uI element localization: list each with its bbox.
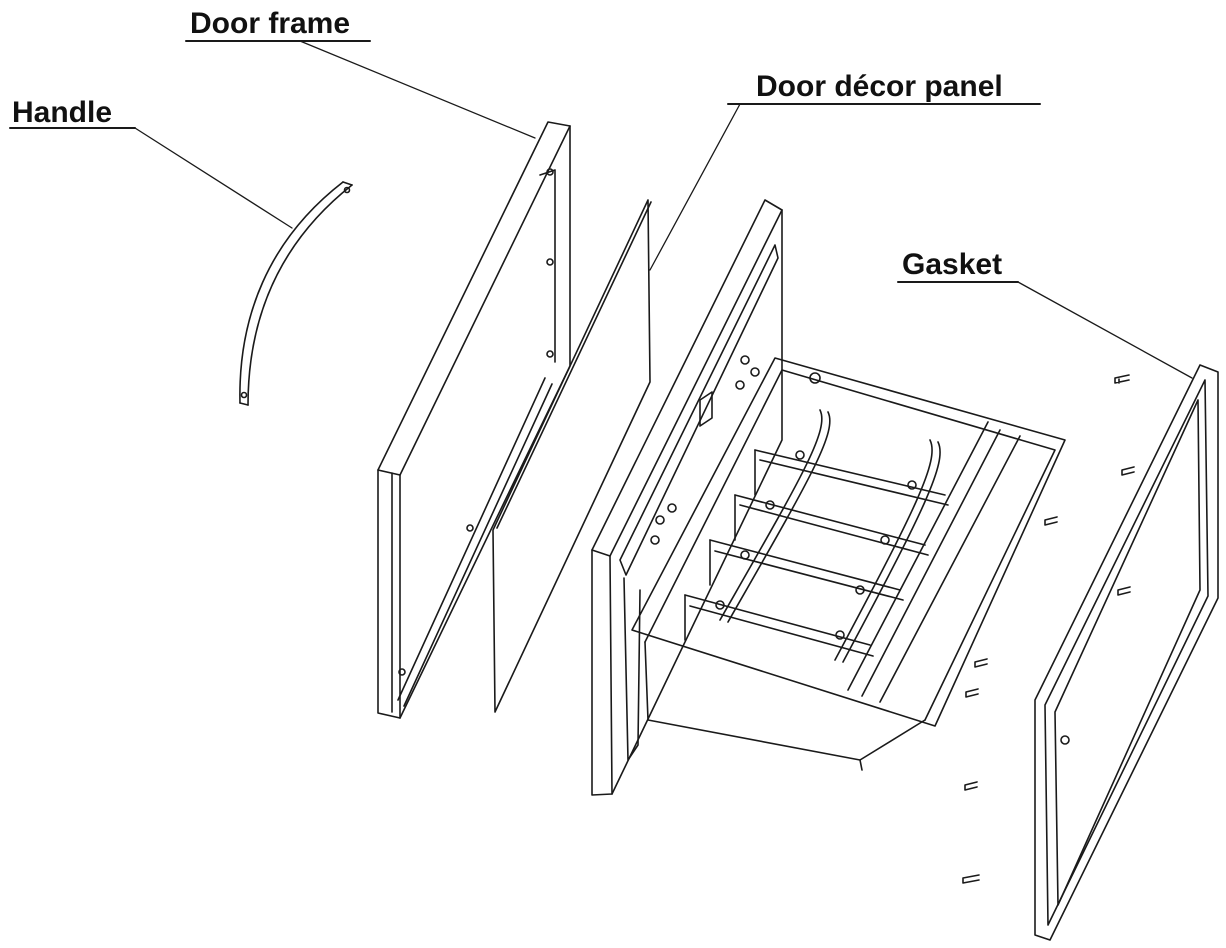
drawer-basket-part [631,357,1066,771]
label-door-frame: Door frame [190,7,351,40]
door-frame-part [377,121,571,719]
screws [962,374,1135,884]
door-decor-panel-part [492,199,652,713]
label-handle: Handle [12,96,113,129]
label-door-decor-panel: Door décor panel [756,70,1003,103]
gasket-part [1034,364,1219,941]
leader-lines [9,40,1193,379]
label-gasket: Gasket [902,248,1003,281]
handle-part [239,181,353,406]
drawer-front-part [591,199,783,796]
